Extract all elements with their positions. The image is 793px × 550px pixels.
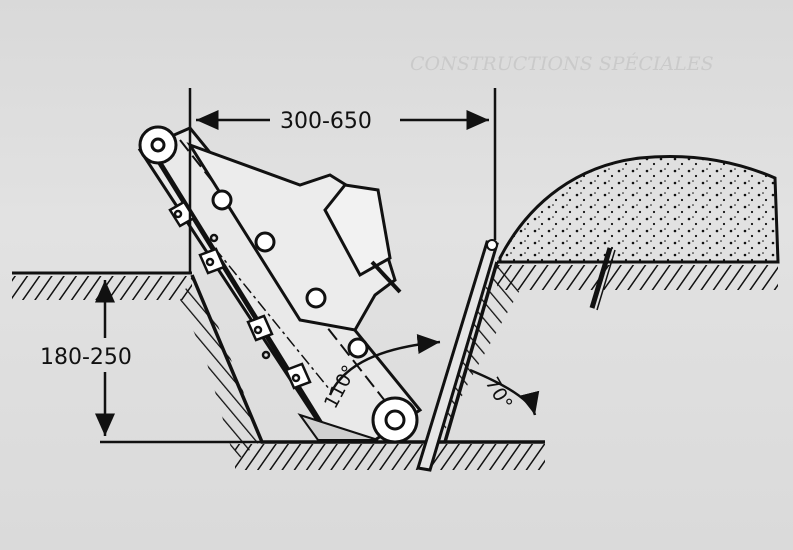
trench-wall-board: [416, 239, 499, 472]
width-range-label: 300-650: [280, 109, 372, 134]
angle-70-label: 70°: [481, 374, 517, 414]
angle-arcs: [328, 334, 540, 416]
bleed-through-text: CONSTRUCTIONS SPÉCIALES: [410, 52, 714, 75]
survey-stake: [589, 247, 616, 311]
depth-dimension: [95, 280, 262, 444]
spoil-heap: [498, 154, 780, 264]
depth-range-label: 180-250: [40, 345, 132, 370]
trencher-machine: [137, 125, 423, 444]
soil-hatching-bottom: [235, 444, 545, 470]
width-dimension: [188, 88, 497, 272]
ghost-caption: CONSTRUCTIONS SPÉCIALES: [410, 52, 714, 75]
